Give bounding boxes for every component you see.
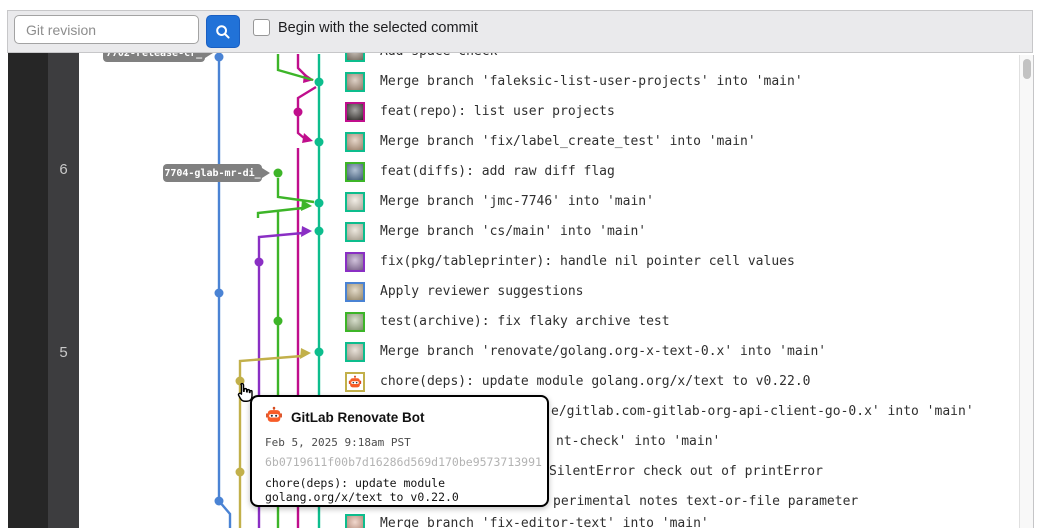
renovate-bot-icon: [266, 406, 282, 422]
scrollbar-thumb[interactable]: [1022, 59, 1031, 79]
commit-message: SilentError check out of printError: [549, 464, 823, 479]
commit-row[interactable]: e/gitlab.com-gitlab-org-api-client-go-0.…: [0, 397, 1058, 427]
tooltip-author: GitLab Renovate Bot: [291, 410, 425, 425]
commit-message: test(archive): fix flaky archive test: [380, 314, 670, 329]
commit-row[interactable]: Merge branch 'cs/main' into 'main': [0, 217, 1058, 247]
commit-row[interactable]: Merge branch 'renovate/golang.org-x-text…: [0, 337, 1058, 367]
author-avatar: [345, 514, 365, 528]
tooltip-message-line1: chore(deps): update module: [265, 476, 446, 490]
commit-message: nt-check' into 'main': [556, 434, 721, 449]
renovate-bot-icon: [348, 375, 362, 388]
avatar-photo: [347, 224, 363, 240]
commit-row[interactable]: SilentError check out of printError: [0, 457, 1058, 487]
commit-tooltip: GitLab Renovate Bot Feb 5, 2025 9:18am P…: [250, 395, 549, 507]
begin-checkbox-label[interactable]: Begin with the selected commit: [278, 20, 478, 36]
commit-message: perimental notes text-or-file parameter: [553, 494, 859, 509]
tooltip-commit-hash: 6b0719611f00b7d16286d569d170be9573713991: [265, 455, 542, 469]
commit-row[interactable]: Merge branch 'jmc-7746' into 'main': [0, 187, 1058, 217]
git-revision-input[interactable]: [14, 15, 199, 44]
commit-row[interactable]: perimental notes text-or-file parameter: [0, 487, 1058, 517]
commit-message: Merge branch 'fix/label_create_test' int…: [380, 134, 756, 149]
commit-row[interactable]: feat(repo): list user projects: [0, 97, 1058, 127]
avatar-photo: [347, 344, 363, 360]
author-avatar: [345, 102, 365, 122]
avatar-photo: [347, 516, 363, 528]
bot-avatar: [345, 372, 365, 392]
renovate-bot-icon: [265, 406, 283, 429]
author-avatar: [345, 192, 365, 212]
commit-row[interactable]: Merge branch 'fix-editor-text' into 'mai…: [0, 509, 1058, 528]
toolbar: Begin with the selected commit: [7, 10, 1033, 53]
commit-message: Apply reviewer suggestions: [380, 284, 584, 299]
commit-row[interactable]: nt-check' into 'main': [0, 427, 1058, 457]
avatar-photo: [347, 134, 363, 150]
avatar-photo: [347, 254, 363, 270]
author-avatar: [345, 162, 365, 182]
commit-message: Merge branch 'renovate/golang.org-x-text…: [380, 344, 827, 359]
begin-with-selected-commit-checkbox[interactable]: [253, 19, 270, 36]
commit-row[interactable]: Merge branch 'faleksic-list-user-project…: [0, 67, 1058, 97]
commit-message: e/gitlab.com-gitlab-org-api-client-go-0.…: [551, 404, 974, 419]
avatar-photo: [347, 314, 363, 330]
commit-row[interactable]: Apply reviewer suggestions: [0, 277, 1058, 307]
avatar-photo: [347, 194, 363, 210]
author-avatar: [345, 222, 365, 242]
tooltip-message-line2: golang.org/x/text to v0.22.0: [265, 489, 459, 504]
commit-message: fix(pkg/tableprinter): handle nil pointe…: [380, 254, 795, 269]
commit-message: chore(deps): update module golang.org/x/…: [380, 374, 811, 389]
day-number: 6: [59, 161, 68, 178]
commit-message: Merge branch 'cs/main' into 'main': [380, 224, 647, 239]
graph-left-gutter: [8, 53, 48, 528]
avatar-photo: [347, 104, 363, 120]
commit-message: feat(repo): list user projects: [380, 104, 615, 119]
avatar-photo: [347, 164, 363, 180]
commit-row[interactable]: chore(deps): update module golang.org/x/…: [0, 367, 1058, 397]
commit-message: Merge branch 'faleksic-list-user-project…: [380, 74, 803, 89]
author-avatar: [345, 132, 365, 152]
commit-message: Merge branch 'jmc-7746' into 'main': [380, 194, 654, 209]
author-avatar: [345, 72, 365, 92]
commit-message: Merge branch 'fix-editor-text' into 'mai…: [380, 516, 709, 528]
author-avatar: [345, 252, 365, 272]
commit-row[interactable]: feat(diffs): add raw diff flag: [0, 157, 1058, 187]
search-icon: [216, 24, 230, 39]
commit-row[interactable]: Merge branch 'fix/label_create_test' int…: [0, 127, 1058, 157]
commit-message: feat(diffs): add raw diff flag: [380, 164, 615, 179]
hand-cursor-icon: [237, 382, 253, 402]
author-avatar: [345, 312, 365, 332]
author-avatar: [345, 342, 365, 362]
day-number: 5: [59, 344, 68, 361]
branch-tag[interactable]: 7704-glab-mr-di_: [163, 164, 270, 182]
commit-row[interactable]: test(archive): fix flaky archive test: [0, 307, 1058, 337]
avatar-photo: [347, 284, 363, 300]
avatar-photo: [347, 74, 363, 90]
commit-row[interactable]: fix(pkg/tableprinter): handle nil pointe…: [0, 247, 1058, 277]
author-avatar: [345, 282, 365, 302]
search-button[interactable]: [206, 15, 240, 48]
vertical-scrollbar[interactable]: [1019, 55, 1034, 528]
tooltip-date: Feb 5, 2025 9:18am PST: [265, 436, 411, 449]
